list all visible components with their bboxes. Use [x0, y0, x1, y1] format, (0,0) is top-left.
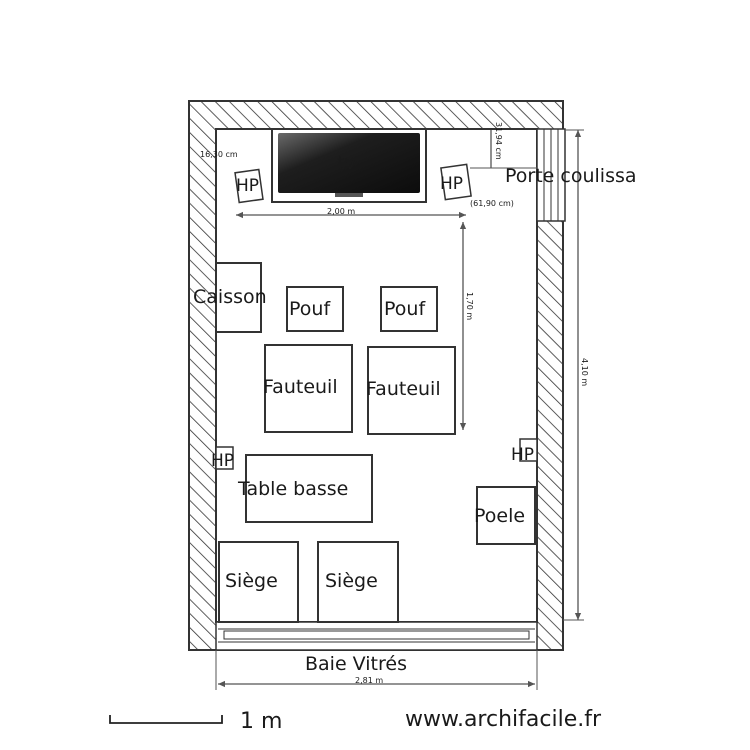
pouf-left[interactable]: Pouf	[286, 286, 344, 332]
sliding-door	[536, 128, 566, 222]
svg-text:Fauteuil: Fauteuil	[263, 376, 338, 398]
fauteuil-left[interactable]: Fauteuil	[263, 344, 353, 433]
scale-bar: 1 m	[109, 709, 282, 734]
speaker-side-left[interactable]: HP	[211, 446, 234, 471]
table-basse[interactable]: Table basse	[237, 454, 373, 523]
speaker-front-left[interactable]: HP	[234, 168, 264, 204]
tv-stand	[335, 193, 363, 197]
dim-tv-width: 2,00 m	[327, 207, 355, 216]
dimension-lines	[215, 129, 584, 690]
svg-text:Fauteuil: Fauteuil	[366, 378, 441, 400]
svg-text:HP: HP	[236, 176, 259, 196]
poele[interactable]: Poele	[474, 486, 536, 545]
door-label: Porte coulissa	[505, 165, 637, 187]
speaker-side-right[interactable]: HP	[511, 438, 538, 465]
svg-text:HP: HP	[211, 451, 234, 471]
dim-door-offset: (61,90 cm)	[470, 199, 514, 208]
siege-right[interactable]: Siège	[317, 541, 399, 623]
svg-text:HP: HP	[511, 445, 534, 465]
svg-text:Pouf: Pouf	[384, 298, 426, 320]
caisson[interactable]: Caisson	[193, 262, 267, 333]
baie-label: Baie Vitrés	[305, 653, 407, 675]
site-link[interactable]: www.archifacile.fr	[405, 707, 602, 732]
svg-text:HP: HP	[440, 174, 463, 194]
window-baie	[215, 621, 538, 651]
fauteuil-right[interactable]: Fauteuil	[366, 346, 456, 435]
dim-room-length: 4,10 m	[580, 358, 589, 386]
svg-text:Poele: Poele	[474, 505, 525, 527]
scale-label: 1 m	[240, 709, 282, 734]
dim-hp-offset: 16,30 cm	[200, 150, 238, 159]
svg-text:Siège: Siège	[225, 570, 278, 592]
tv-screen	[278, 133, 420, 193]
tv[interactable]: tv	[271, 128, 427, 203]
siege-left[interactable]: Siège	[218, 541, 299, 623]
svg-text:Table basse: Table basse	[237, 478, 348, 500]
dim-door-gap: 31,94 cm	[494, 122, 503, 160]
dim-hp-fauteuil: 1,70 m	[465, 292, 474, 320]
speaker-front-right[interactable]: HP	[440, 163, 472, 201]
svg-text:Siège: Siège	[325, 570, 378, 592]
svg-text:Caisson: Caisson	[193, 286, 267, 308]
tv-label: tv	[337, 152, 356, 174]
pouf-right[interactable]: Pouf	[380, 286, 438, 332]
svg-text:Pouf: Pouf	[289, 298, 331, 320]
dim-room-width: 2,81 m	[355, 676, 383, 685]
